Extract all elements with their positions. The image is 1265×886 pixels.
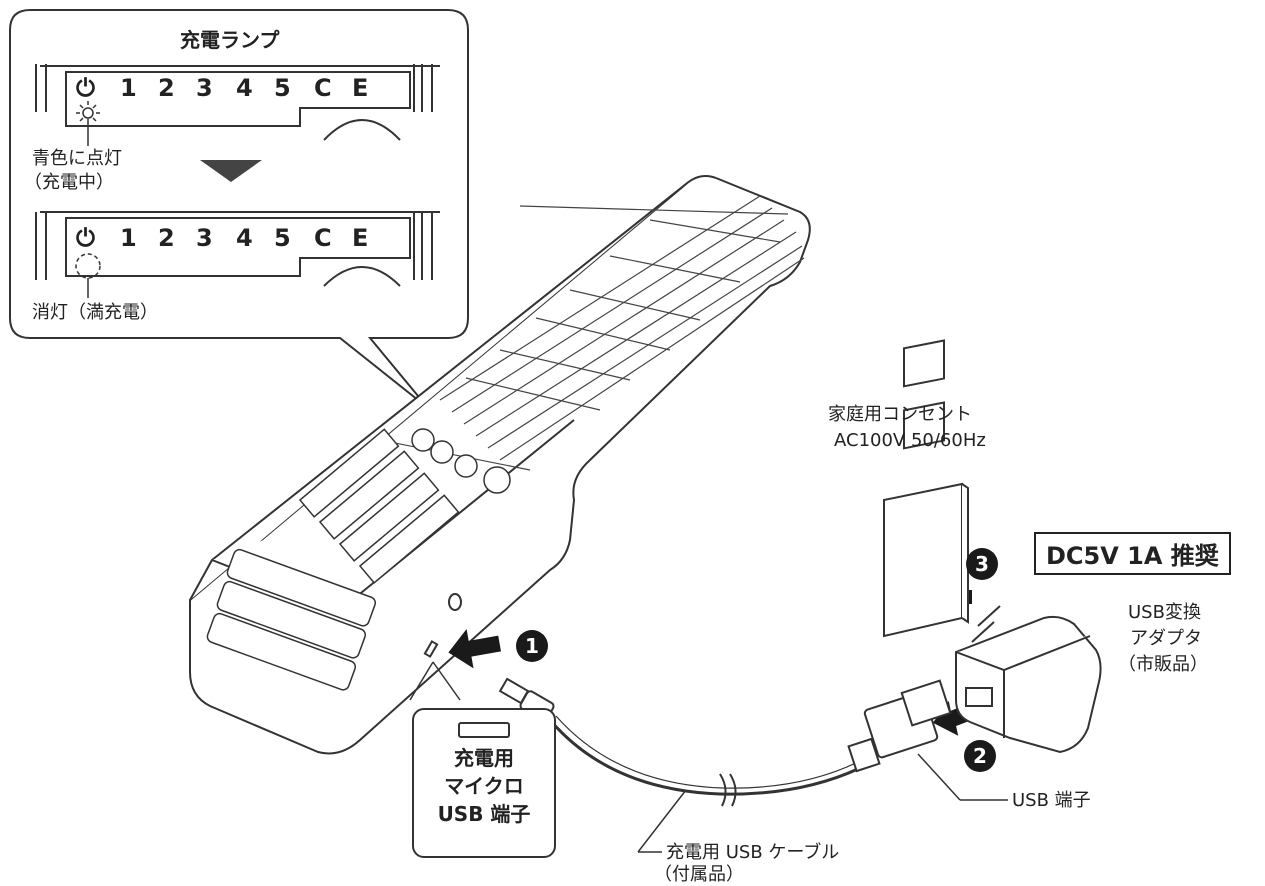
state-on-line1: 青色に点灯 xyxy=(32,148,122,169)
spec-box: DC5V 1A 推奨 xyxy=(1034,532,1231,575)
usb-terminal-leader xyxy=(917,753,961,801)
fret-pegs xyxy=(298,428,460,584)
usb-a-plug xyxy=(847,679,952,773)
cable-label-line1: 充電用 USB ケーブル xyxy=(666,842,840,863)
lamp-label-1: 1 xyxy=(120,74,137,102)
usb-terminal-label: USB 端子 xyxy=(1012,790,1091,811)
lamp-label-3: 3 xyxy=(196,224,213,252)
callout-bubble xyxy=(9,9,469,409)
port-card: 充電用 マイクロ USB 端子 xyxy=(412,708,556,858)
lamp-row-bottom: ⏻ 1 2 3 4 5 C E xyxy=(76,224,396,254)
lamp-label-1: 1 xyxy=(120,224,137,252)
lamp-label-c: C xyxy=(314,224,332,252)
micro-usb-port-icon xyxy=(423,640,439,658)
fretboard-lines xyxy=(379,195,805,471)
callout-title: 充電ランプ xyxy=(180,28,280,52)
lamp-label-c: C xyxy=(314,74,332,102)
state-off-label: 消灯（満充電） xyxy=(32,302,158,323)
state-on-line2: （充電中） xyxy=(24,172,114,193)
adapter-label-line2: アダプタ xyxy=(1130,628,1202,649)
arrow-1-icon xyxy=(448,628,501,669)
port-card-line2: マイクロ xyxy=(444,774,524,798)
string-pads xyxy=(206,548,377,691)
lamp-lit-icon xyxy=(76,101,100,146)
lamp-label-3: 3 xyxy=(196,74,213,102)
step-badge-3: 3 xyxy=(966,548,998,580)
lamp-label-e: E xyxy=(352,74,369,102)
port-card-line1: 充電用 xyxy=(454,746,514,770)
power-icon: ⏻ xyxy=(76,74,95,102)
port-leader-line xyxy=(409,661,461,701)
lamp-label-5: 5 xyxy=(274,224,291,252)
outlet-label-line2: AC100V 50/60Hz xyxy=(834,430,986,451)
lamp-unlit-icon xyxy=(75,253,101,298)
lamp-panel-off xyxy=(35,211,440,287)
port-card-line3: USB 端子 xyxy=(437,802,531,826)
step-badge-1: 1 xyxy=(516,630,548,662)
transition-arrow xyxy=(200,160,262,182)
lamp-label-e: E xyxy=(352,224,369,252)
lamp-panel-on xyxy=(35,64,440,141)
cable-label-line2: （付属品） xyxy=(654,864,744,885)
usb-adapter xyxy=(955,605,1102,754)
wall-outlet xyxy=(883,339,969,638)
cable-leader xyxy=(637,789,687,853)
adapter-label-line3: （市販品） xyxy=(1118,654,1208,675)
lamp-label-2: 2 xyxy=(158,74,175,102)
adapter-label-line1: USB変換 xyxy=(1128,602,1201,623)
button-row xyxy=(411,428,511,494)
lamp-row-top: ⏻ 1 2 3 4 5 C E xyxy=(76,74,396,104)
outlet-label-line1: 家庭用コンセント xyxy=(828,404,972,425)
step-badge-2: 2 xyxy=(964,740,996,772)
lamp-label-4: 4 xyxy=(236,74,253,102)
lamp-label-5: 5 xyxy=(274,74,291,102)
power-icon: ⏻ xyxy=(76,224,95,252)
lamp-label-2: 2 xyxy=(158,224,175,252)
lamp-label-4: 4 xyxy=(236,224,253,252)
audio-jack-icon xyxy=(448,593,462,611)
micro-usb-port-icon xyxy=(458,722,510,738)
